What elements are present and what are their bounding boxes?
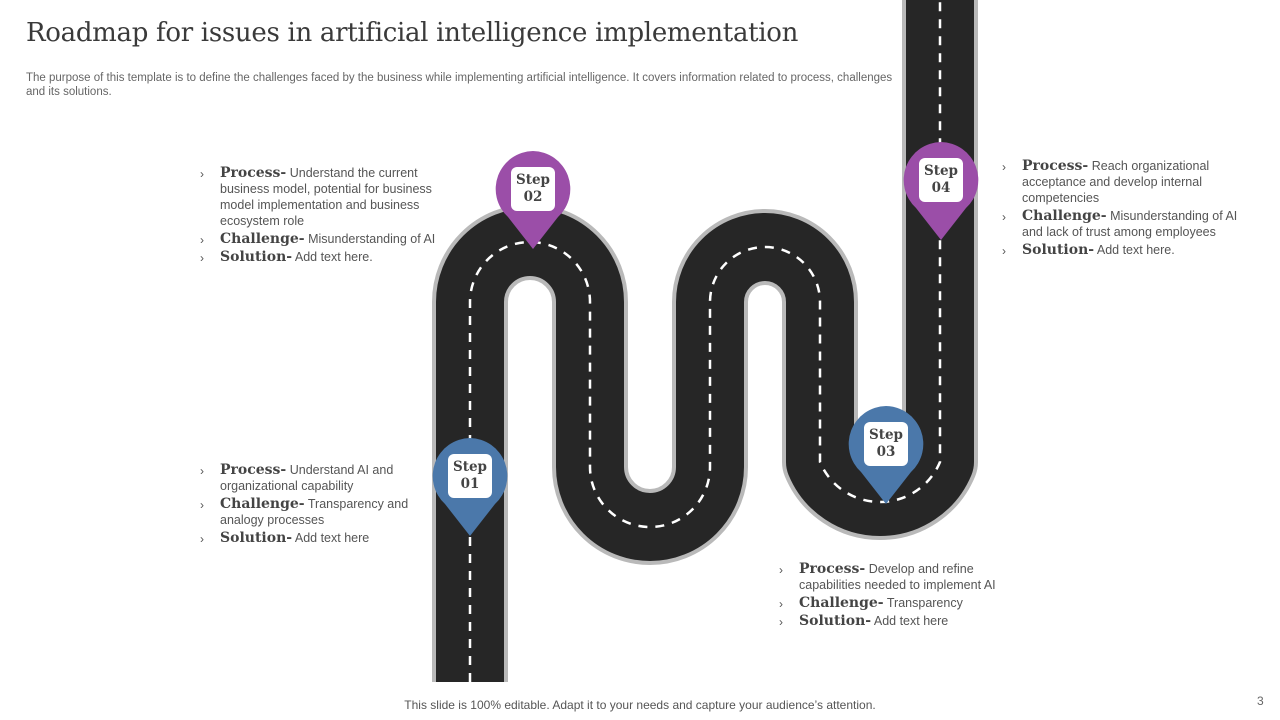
challenge-text: Transparency and analogy processes <box>220 497 409 527</box>
challenge-label: Challenge- <box>1022 208 1107 224</box>
chevron-right-icon: › <box>200 532 204 546</box>
step-02-details: › Process- Understand the current busine… <box>200 165 448 267</box>
chevron-right-icon: › <box>779 615 783 629</box>
process-item: › Process- Develop and refine capabiliti… <box>779 561 1017 593</box>
page-number: 3 <box>1257 694 1264 708</box>
step-word: Step <box>452 459 487 475</box>
chevron-right-icon: › <box>1002 244 1006 258</box>
challenge-item: › Challenge- Misunderstanding of AI and … <box>1002 208 1248 240</box>
chevron-right-icon: › <box>779 597 783 611</box>
solution-label: Solution- <box>220 249 293 265</box>
road-center-line <box>468 0 942 682</box>
chevron-right-icon: › <box>779 563 783 577</box>
solution-label: Solution- <box>220 530 293 546</box>
step-04-marker: Step 04 <box>901 140 981 240</box>
step-04-details: › Process- Reach organizational acceptan… <box>1002 158 1248 260</box>
step-badge: Step 04 <box>919 158 963 202</box>
step-word: Step <box>515 172 550 188</box>
chevron-right-icon: › <box>200 251 204 265</box>
process-label: Process- <box>1022 158 1089 174</box>
challenge-label: Challenge- <box>799 595 884 611</box>
footer-note: This slide is 100% editable. Adapt it to… <box>404 698 876 712</box>
step-word: Step <box>868 427 903 443</box>
chevron-right-icon: › <box>1002 160 1006 174</box>
challenge-item: › Challenge- Misunderstanding of AI <box>200 231 448 247</box>
solution-text: Add text here. <box>1096 243 1175 257</box>
step-number: 04 <box>931 180 951 196</box>
process-label: Process- <box>799 561 866 577</box>
step-word: Step <box>923 163 958 179</box>
process-item: › Process- Understand AI and organizatio… <box>200 462 418 494</box>
solution-item: › Solution- Add text here <box>200 530 418 546</box>
process-text: Understand AI and organizational capabil… <box>220 463 394 493</box>
challenge-item: › Challenge- Transparency and analogy pr… <box>200 496 418 528</box>
step-01-marker: Step 01 <box>430 436 510 536</box>
process-text: Reach organizational acceptance and deve… <box>1022 159 1210 205</box>
solution-item: › Solution- Add text here. <box>1002 242 1248 258</box>
solution-item: › Solution- Add text here. <box>200 249 448 265</box>
solution-text: Add text here <box>873 614 949 628</box>
solution-item: › Solution- Add text here <box>779 613 1017 629</box>
step-badge: Step 03 <box>864 422 908 466</box>
chevron-right-icon: › <box>200 464 204 478</box>
solution-label: Solution- <box>799 613 872 629</box>
challenge-label: Challenge- <box>220 496 305 512</box>
step-number: 03 <box>876 444 896 460</box>
page-subtitle: The purpose of this template is to defin… <box>26 72 893 98</box>
solution-label: Solution- <box>1022 242 1095 258</box>
process-text: Develop and refine capabilities needed t… <box>799 562 996 592</box>
process-label: Process- <box>220 165 287 181</box>
process-label: Process- <box>220 462 287 478</box>
chevron-right-icon: › <box>200 498 204 512</box>
chevron-right-icon: › <box>1002 210 1006 224</box>
challenge-text: Misunderstanding of AI <box>308 232 436 246</box>
step-number: 02 <box>523 189 543 205</box>
solution-text: Add text here <box>294 531 370 545</box>
challenge-label: Challenge- <box>220 231 305 247</box>
challenge-text: Misunderstanding of AI and lack of trust… <box>1022 209 1238 239</box>
step-01-details: › Process- Understand AI and organizatio… <box>200 462 418 548</box>
step-badge: Step 01 <box>448 454 492 498</box>
challenge-text: Transparency <box>886 596 963 610</box>
page-title: Roadmap for issues in artificial intelli… <box>26 18 799 48</box>
step-badge: Step 02 <box>511 167 555 211</box>
process-item: › Process- Reach organizational acceptan… <box>1002 158 1248 206</box>
step-02-marker: Step 02 <box>493 149 573 249</box>
chevron-right-icon: › <box>200 167 204 181</box>
step-03-details: › Process- Develop and refine capabiliti… <box>779 561 1017 631</box>
chevron-right-icon: › <box>200 233 204 247</box>
process-item: › Process- Understand the current busine… <box>200 165 448 229</box>
challenge-item: › Challenge- Transparency <box>779 595 1017 611</box>
solution-text: Add text here. <box>294 250 373 264</box>
step-number: 01 <box>460 476 480 492</box>
process-text: Understand the current business model, p… <box>220 166 432 228</box>
step-03-marker: Step 03 <box>846 404 926 504</box>
